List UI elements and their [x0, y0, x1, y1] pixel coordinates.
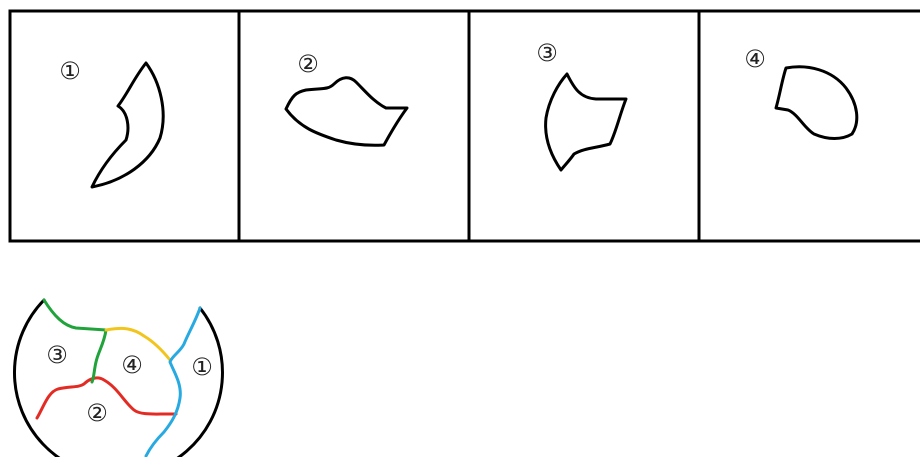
- piece-3-shape: [546, 74, 626, 170]
- panel-strip-frame: [10, 11, 920, 241]
- panel-2: ②: [286, 50, 407, 145]
- piece-1-shape: [92, 63, 163, 187]
- assembled-label-3: ③: [46, 341, 68, 369]
- assembled-label-2: ②: [86, 399, 108, 427]
- assembled-diagram: ③ ④ ② ①: [14, 300, 222, 457]
- panel-1-label: ①: [59, 57, 81, 85]
- assembled-label-1: ①: [191, 353, 213, 381]
- piece-2-shape: [286, 78, 407, 146]
- panel-3: ③: [536, 39, 626, 170]
- assembled-label-4: ④: [121, 351, 143, 379]
- panel-4: ④: [744, 45, 857, 139]
- panel-4-label: ④: [744, 45, 766, 73]
- blue-boundary: [146, 308, 200, 456]
- panel-strip: [10, 11, 920, 241]
- panel-2-label: ②: [297, 50, 319, 78]
- piece-4-shape: [776, 67, 857, 139]
- panel-3-label: ③: [536, 39, 558, 67]
- panel-1: ①: [59, 57, 163, 187]
